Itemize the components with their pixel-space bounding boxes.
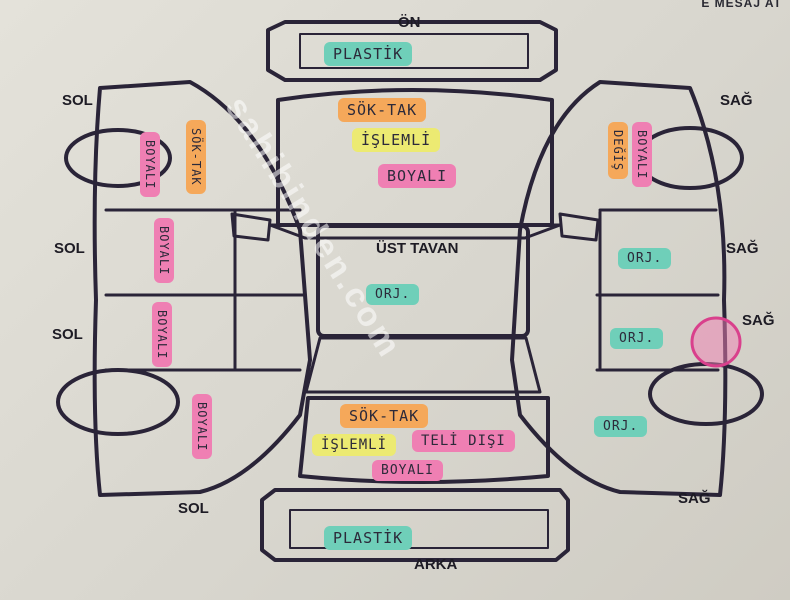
- note-trunk-2: İŞLEMLİ: [312, 434, 396, 456]
- note-right-rear-fender: ORJ.: [594, 416, 647, 437]
- note-left-front-fender-2: SÖK-TAK: [186, 120, 206, 194]
- right-front-wheel: [638, 128, 742, 188]
- rear-bumper: [262, 490, 568, 560]
- label-left-1: SOL: [62, 92, 93, 109]
- note-left-front-door: BOYALI: [154, 218, 174, 283]
- label-front: ÖN: [398, 14, 421, 31]
- note-left-rear-door: BOYALI: [152, 302, 172, 367]
- right-rear-wheel: [650, 364, 762, 424]
- note-front-bumper: PLASTİK: [324, 42, 412, 66]
- note-right-rear-door: ORJ.: [610, 328, 663, 349]
- note-rear-bumper: PLASTİK: [324, 526, 412, 550]
- right-mirror: [560, 214, 598, 240]
- note-right-front-fender-1: DEĞİŞ: [608, 122, 628, 179]
- label-left-4: SOL: [178, 500, 209, 517]
- note-trunk-3: TELİ DIŞI: [412, 430, 515, 452]
- label-roof: ÜST TAVAN: [376, 240, 459, 257]
- note-hood-3: BOYALI: [378, 164, 456, 188]
- note-right-front-door: ORJ.: [618, 248, 671, 269]
- note-hood-2: İŞLEMLİ: [352, 128, 440, 152]
- note-roof: ORJ.: [366, 284, 419, 305]
- rear-window: [306, 338, 540, 392]
- label-left-2: SOL: [54, 240, 85, 257]
- label-right-1: SAĞ: [720, 92, 753, 109]
- note-trunk-1: SÖK-TAK: [340, 404, 428, 428]
- label-right-4: SAĞ: [678, 490, 711, 507]
- label-rear: ARKA: [414, 556, 457, 573]
- marked-fuel-cap: [692, 318, 740, 366]
- label-left-3: SOL: [52, 326, 83, 343]
- left-rear-wheel: [58, 370, 178, 434]
- note-hood-1: SÖK-TAK: [338, 98, 426, 122]
- label-right-2: SAĞ: [726, 240, 759, 257]
- note-left-rear-fender: BOYALI: [192, 394, 212, 459]
- left-mirror: [232, 214, 270, 240]
- note-right-front-fender-2: BOYALI: [632, 122, 652, 187]
- label-right-3: SAĞ: [742, 312, 775, 329]
- note-trunk-4: BOYALI: [372, 460, 443, 481]
- note-left-front-fender: BOYALI: [140, 132, 160, 197]
